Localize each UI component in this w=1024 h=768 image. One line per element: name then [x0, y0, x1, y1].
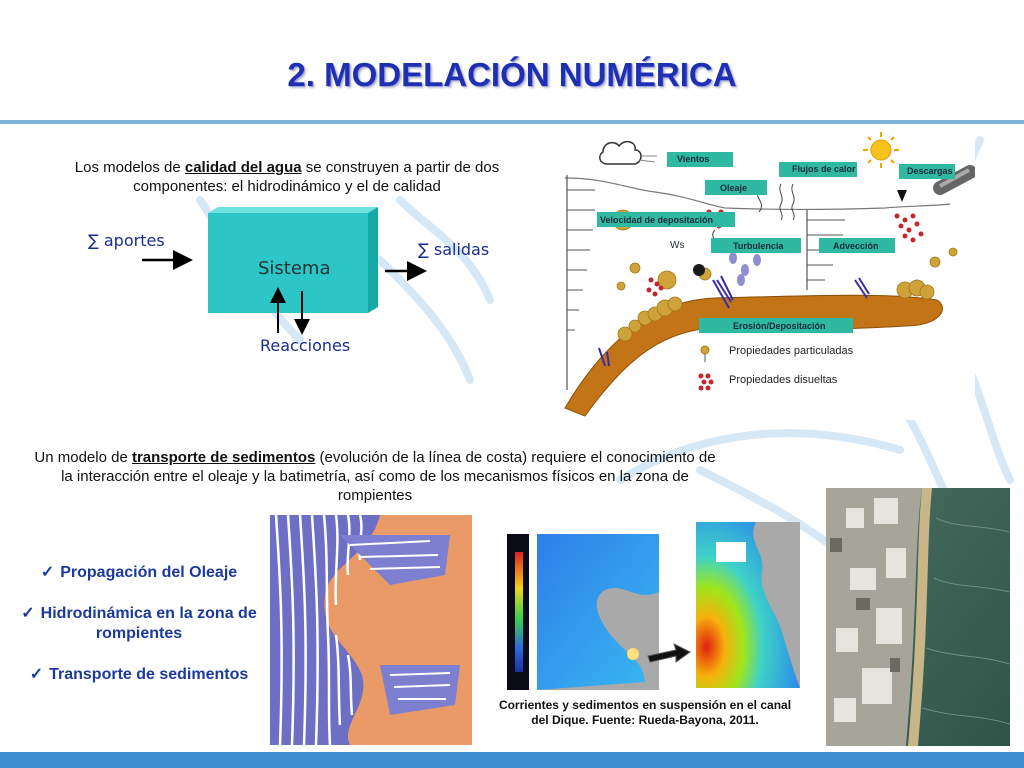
coastline-aerial-photo: [826, 488, 1010, 746]
check-icon: ✓: [40, 564, 55, 581]
system-label: Sistema: [258, 258, 331, 279]
label-heat-flux: Flujos de calor: [792, 164, 856, 174]
label-waves: Oleaje: [720, 183, 748, 193]
outputs-label: ∑ salidas: [418, 240, 490, 259]
system-diagram: [142, 207, 427, 335]
water-quality-schematic: [545, 130, 975, 420]
currents-map-image: [505, 532, 661, 692]
check-icon: ✓: [29, 666, 44, 683]
check-icon: ✓: [21, 605, 35, 622]
checklist-item-hydrodynamics: ✓Hidrodinámica en la zona de rompientes: [21, 605, 257, 642]
page-title: 2. MODELACIÓN NUMÉRICA: [287, 56, 737, 93]
label-erosion: Erosión/Depositación: [733, 321, 826, 331]
water-quality-paragraph: Los modelos de calidad del agua se const…: [74, 159, 500, 195]
system-box: [208, 213, 368, 313]
label-ws: Ws: [670, 240, 685, 251]
title-divider: [0, 120, 1024, 124]
inputs-label: ∑ aportes: [88, 231, 165, 250]
label-discharges: Descargas: [907, 166, 953, 176]
legend-particulate: Propiedades particuladas: [729, 345, 854, 357]
label-turbulence: Turbulencia: [733, 241, 784, 251]
legend-dissolved: Propiedades disueltas: [729, 374, 838, 386]
checklist-item-sediment: ✓Transporte de sedimentos: [29, 666, 249, 683]
checklist-item-waves: ✓Propagación del Oleaje: [40, 564, 238, 581]
reactions-label: Reacciones: [260, 336, 351, 355]
sun-icon: [863, 132, 899, 168]
water-quality-highlight: calidad del agua: [184, 159, 302, 176]
sediment-transport-highlight: transporte de sedimentos: [131, 449, 316, 466]
label-winds: Vientos: [677, 154, 710, 164]
figure-caption: Corrientes y sedimentos en suspensión en…: [498, 698, 792, 727]
sediment-transport-paragraph: Un modelo de transporte de sedimentos (e…: [34, 449, 716, 504]
arrow-icon: [647, 643, 691, 663]
footer-bar: [0, 752, 1024, 768]
currents-detail-image: [696, 522, 800, 688]
wave-propagation-image: [270, 515, 472, 745]
cloud-icon: [599, 140, 657, 165]
label-settling-velocity: Velocidad de depositación: [600, 215, 714, 225]
label-advection: Advección: [833, 241, 879, 251]
